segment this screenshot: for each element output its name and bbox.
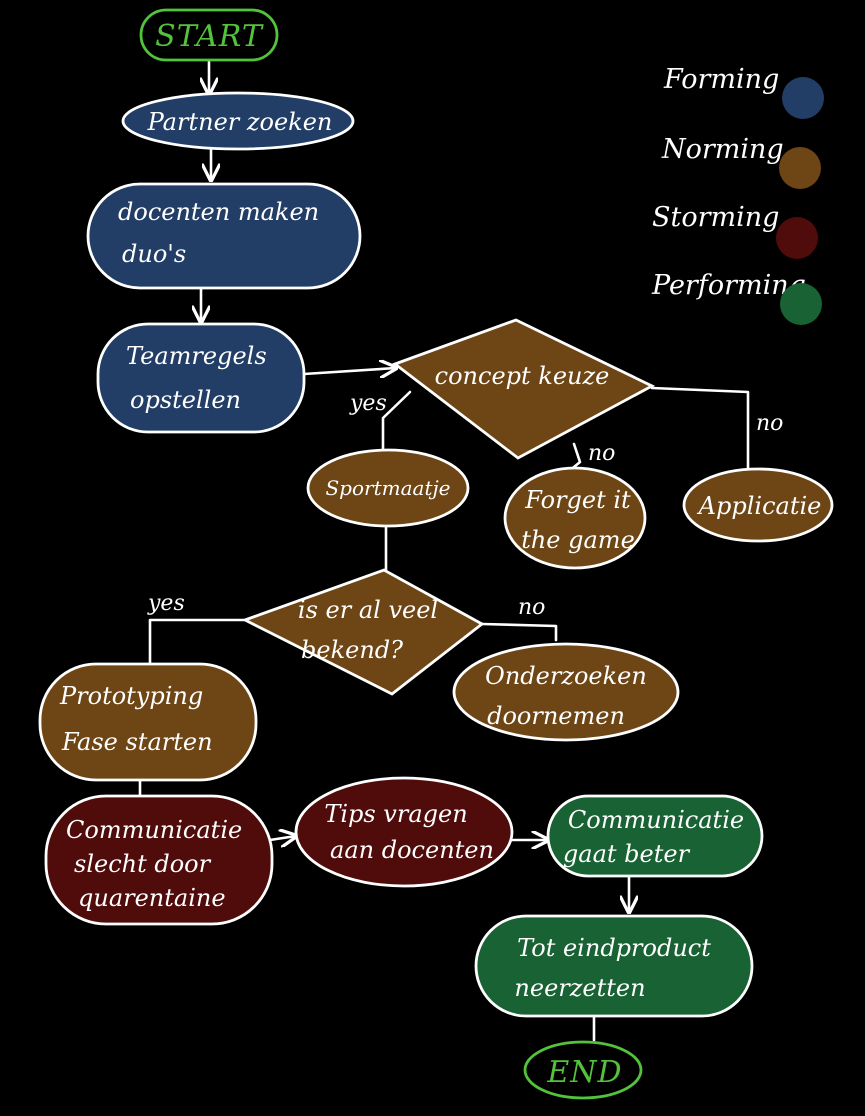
eindproduct-label-2: neerzetten <box>514 974 645 1002</box>
end-terminal <box>523 1040 643 1100</box>
concept-keuze-label: concept keuze <box>435 362 610 390</box>
legend-storming-swatch <box>776 217 818 259</box>
node-communicatie-slecht: Communicatie slecht door quarentaine <box>44 794 274 926</box>
node-docenten-maken: docenten maken duo's <box>86 182 362 290</box>
node-prototyping: Prototyping Fase starten <box>38 662 258 782</box>
start-label: START <box>155 19 264 54</box>
applicatie-shape <box>682 467 834 543</box>
veel-bekend-label-2: bekend? <box>301 636 403 664</box>
prototyping-label-2: Fase starten <box>61 728 213 756</box>
tips-vragen-shape <box>294 776 514 888</box>
docenten-maken-shape <box>86 182 362 290</box>
eindproduct-shape <box>474 914 754 1018</box>
node-tips-vragen: Tips vragen aan docenten <box>294 776 514 888</box>
edge-concept-applicatie <box>650 386 750 470</box>
edge-label-no-onderzoek: no <box>518 595 545 620</box>
eindproduct-label-1: Tot eindproduct <box>517 934 711 962</box>
veel-bekend-diamond <box>241 568 485 696</box>
legend-forming-label: Forming <box>663 64 779 95</box>
node-start: START <box>139 8 279 62</box>
teamregels-shape <box>96 322 306 434</box>
teamregels-label-1: Teamregels <box>126 342 267 370</box>
veel-bekend-label-1: is er al veel <box>298 596 438 624</box>
legend-storming-label: Storming <box>652 202 779 233</box>
legend-forming-swatch <box>782 77 824 119</box>
node-teamregels: Teamregels opstellen <box>96 322 306 434</box>
end-label: END <box>546 1055 622 1090</box>
edges <box>138 60 750 1042</box>
start-terminal <box>139 8 279 62</box>
edge-teamregels-concept <box>302 368 396 374</box>
node-onderzoeken: Onderzoeken doornemen <box>452 642 680 742</box>
edge-veel-prototyping <box>148 618 247 674</box>
tips-vragen-label-2: aan docenten <box>330 836 494 864</box>
applicatie-label: Applicatie <box>697 492 822 520</box>
node-end: END <box>523 1040 643 1100</box>
concept-keuze-diamond <box>392 318 656 460</box>
docenten-maken-label-1: docenten maken <box>118 198 319 226</box>
edge-label-yes-proto: yes <box>147 591 185 616</box>
communicatie-slecht-shape <box>44 794 274 926</box>
partner-zoeken-shape <box>121 91 355 151</box>
node-forget-it: Forget it the game <box>503 466 647 570</box>
tips-vragen-label-1: Tips vragen <box>324 800 467 828</box>
edge-label-no-app: no <box>756 411 783 436</box>
teamregels-label-2: opstellen <box>130 386 241 414</box>
prototyping-label-1: Prototyping <box>59 682 203 710</box>
communicatie-beter-label-2: gaat beter <box>563 840 691 868</box>
communicatie-slecht-label-1: Communicatie <box>66 816 242 844</box>
node-applicatie: Applicatie <box>682 467 834 543</box>
partner-zoeken-label: Partner zoeken <box>147 108 333 136</box>
forget-it-label-1: Forget it <box>524 486 631 514</box>
communicatie-slecht-label-3: quarentaine <box>78 884 226 912</box>
prototyping-shape <box>38 662 258 782</box>
sportmaatje-shape <box>306 448 470 528</box>
legend-performing-swatch <box>780 283 822 325</box>
legend: Forming Norming Storming Performing <box>651 64 824 325</box>
edge-veel-onderzoeken <box>480 622 558 642</box>
communicatie-beter-shape <box>546 794 764 878</box>
legend-norming-label: Norming <box>661 134 784 165</box>
communicatie-slecht-label-2: slecht door <box>74 850 212 878</box>
forget-it-label-2: the game <box>521 526 635 554</box>
edge-label-yes-sport: yes <box>349 391 387 416</box>
edge-communicatie-tips <box>268 836 296 840</box>
node-eindproduct: Tot eindproduct neerzetten <box>474 914 754 1018</box>
onderzoeken-shape <box>452 642 680 742</box>
node-veel-bekend: is er al veel bekend? <box>241 568 485 696</box>
node-partner-zoeken: Partner zoeken <box>121 91 355 151</box>
sportmaatje-label: Sportmaatje <box>325 476 450 500</box>
node-concept-keuze: concept keuze <box>392 318 656 460</box>
node-communicatie-beter: Communicatie gaat beter <box>546 794 764 878</box>
edge-label-no-forget: no <box>588 441 615 466</box>
docenten-maken-label-2: duo's <box>122 240 186 268</box>
legend-norming-swatch <box>779 147 821 189</box>
onderzoeken-label-2: doornemen <box>487 702 625 730</box>
edge-concept-sportmaatje <box>381 390 412 452</box>
legend-performing-label: Performing <box>651 270 806 301</box>
communicatie-beter-label-1: Communicatie <box>568 806 744 834</box>
edge-labels: yes no no yes no <box>147 391 783 620</box>
forget-it-shape <box>503 466 647 570</box>
node-sportmaatje: Sportmaatje <box>306 448 470 528</box>
onderzoeken-label-1: Onderzoeken <box>485 662 647 690</box>
